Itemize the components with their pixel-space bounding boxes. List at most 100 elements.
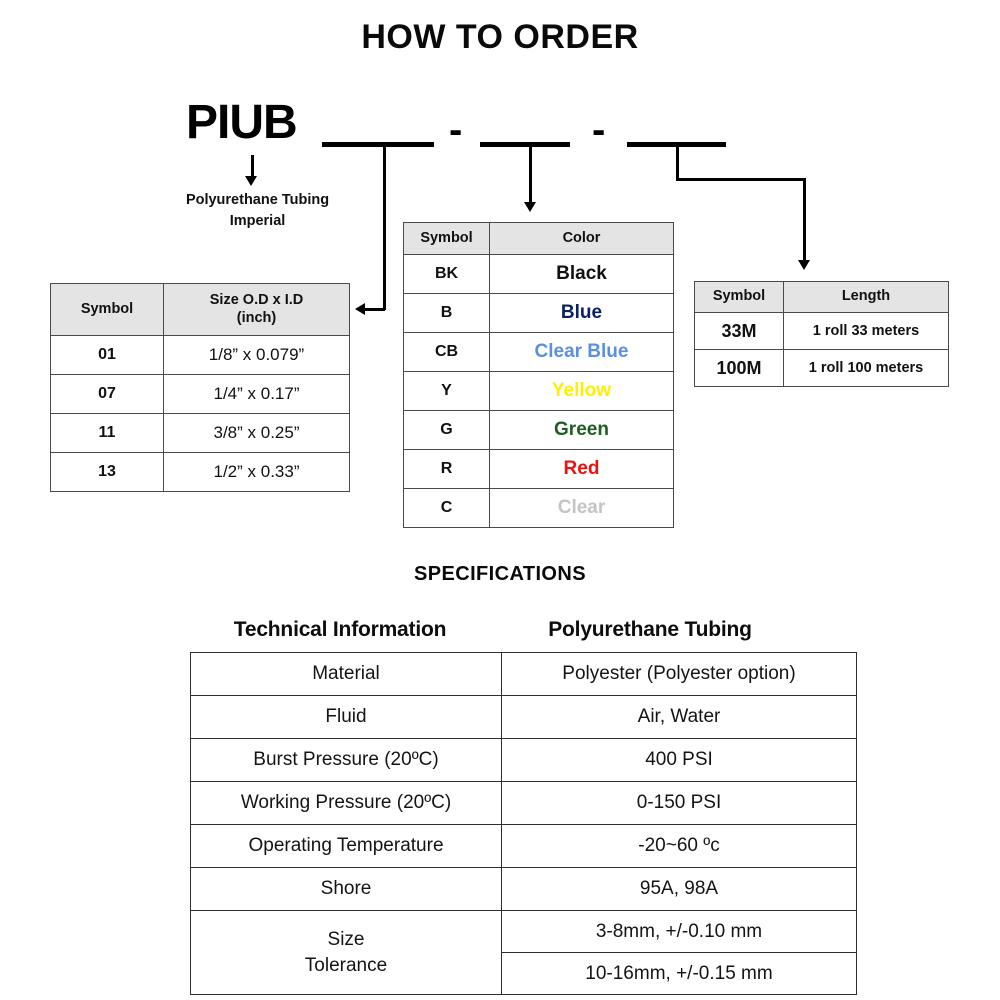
spec-value-cell: 95A, 98A xyxy=(501,867,857,911)
color-symbol-cell: G xyxy=(403,410,490,450)
spec-header-polyurethane-tubing: Polyurethane Tubing xyxy=(548,618,752,641)
color-name-cell: Clear Blue xyxy=(489,332,674,372)
spec-value-cell: Polyester (Polyester option) xyxy=(501,652,857,696)
color-name-cell: Yellow xyxy=(489,371,674,411)
spec-label-cell: Fluid xyxy=(190,695,502,739)
color-symbol-cell: R xyxy=(403,449,490,489)
order-code-prefix: PIUB xyxy=(186,96,298,149)
size-value-cell: 1/8” x 0.079” xyxy=(163,335,350,375)
size-header-line1: Size O.D x I.D xyxy=(209,292,304,309)
table-row: 10-16mm, +/-0.15 mm xyxy=(191,952,857,995)
size-value-cell: 1/4” x 0.17” xyxy=(163,374,350,414)
size-symbol-cell: 07 xyxy=(50,374,164,414)
length-value-cell: 1 roll 100 meters xyxy=(783,349,949,387)
length-connector-vertical-2 xyxy=(803,178,806,261)
length-table-header-symbol: Symbol xyxy=(694,281,784,313)
color-symbol-cell: CB xyxy=(403,332,490,372)
spec-value-cell: -20~60 ºc xyxy=(501,824,857,868)
color-name-cell: Clear xyxy=(489,488,674,528)
table-row: Burst Pressure (20ºC)400 PSI xyxy=(190,738,857,782)
order-code-blank-color[interactable] xyxy=(480,142,570,147)
color-symbol-cell: Y xyxy=(403,371,490,411)
spec-label-cell: Burst Pressure (20ºC) xyxy=(190,738,502,782)
spec-label-cell: Shore xyxy=(190,867,502,911)
table-header-row: Symbol Length xyxy=(694,281,949,313)
color-arrow-icon xyxy=(524,202,536,212)
prefix-caption: Polyurethane Tubing Imperial xyxy=(140,190,375,232)
tolerance-label-line2: Tolerance xyxy=(304,954,388,976)
size-connector-horizontal xyxy=(364,308,385,311)
spec-value-cell: Air, Water xyxy=(501,695,857,739)
length-arrow-icon xyxy=(798,260,810,270)
size-header-line2: (inch) xyxy=(236,309,277,326)
spec-label-cell: Material xyxy=(190,652,502,696)
order-code-blank-size[interactable] xyxy=(322,142,434,147)
spec-label-cell: Working Pressure (20ºC) xyxy=(190,781,502,825)
length-connector-vertical-1 xyxy=(676,146,679,180)
tolerance-label-line1: Size xyxy=(327,928,365,950)
spec-value-cell: 0-150 PSI xyxy=(501,781,857,825)
length-table-header-length: Length xyxy=(783,281,949,313)
prefix-arrow-icon xyxy=(245,176,257,186)
size-table-header-symbol: Symbol xyxy=(50,283,164,336)
size-symbol-cell: 11 xyxy=(50,413,164,453)
size-value-cell: 1/2” x 0.33” xyxy=(163,452,350,492)
color-table-header-symbol: Symbol xyxy=(403,222,490,255)
size-symbol-cell: 13 xyxy=(50,452,164,492)
size-arrow-icon xyxy=(355,303,365,315)
spec-value-cell: 400 PSI xyxy=(501,738,857,782)
color-connector-vertical xyxy=(529,146,532,203)
table-header-row: Symbol Color xyxy=(403,222,674,255)
table-header-row: Symbol Size O.D x I.D (inch) xyxy=(50,283,350,336)
color-name-cell: Black xyxy=(489,254,674,294)
length-value-cell: 1 roll 33 meters xyxy=(783,312,949,350)
length-connector-horizontal xyxy=(676,178,805,181)
color-name-cell: Blue xyxy=(489,293,674,333)
size-symbol-cell: 01 xyxy=(50,335,164,375)
size-value-cell: 3/8” x 0.25” xyxy=(163,413,350,453)
prefix-caption-line2: Imperial xyxy=(229,213,286,230)
color-symbol-cell: C xyxy=(403,488,490,528)
color-symbol-cell: B xyxy=(403,293,490,333)
spec-label-cell: Operating Temperature xyxy=(190,824,502,868)
table-row: Operating Temperature-20~60 ºc xyxy=(190,824,857,868)
order-code-blank-length[interactable] xyxy=(627,142,726,147)
color-table-header-color: Color xyxy=(489,222,674,255)
length-symbol-cell: 33M xyxy=(694,312,784,350)
spec-header-technical-information: Technical Information xyxy=(233,618,447,641)
spec-value-cell-tolerance-2: 10-16mm, +/-0.15 mm xyxy=(501,952,857,995)
specifications-title: SPECIFICATIONS xyxy=(414,563,586,585)
size-table-header-size: Size O.D x I.D (inch) xyxy=(163,283,350,336)
page-title: HOW TO ORDER xyxy=(361,18,639,56)
color-symbol-cell: BK xyxy=(403,254,490,294)
color-name-cell: Green xyxy=(489,410,674,450)
color-name-cell: Red xyxy=(489,449,674,489)
prefix-connector-line xyxy=(251,155,254,177)
specifications-column-headers: Technical Information Polyurethane Tubin… xyxy=(190,618,810,642)
prefix-caption-line1: Polyurethane Tubing xyxy=(185,192,330,208)
size-connector-vertical xyxy=(383,146,386,310)
spec-value-cell-tolerance-1: 3-8mm, +/-0.10 mm xyxy=(501,910,857,953)
table-row: Working Pressure (20ºC)0-150 PSI xyxy=(190,781,857,825)
